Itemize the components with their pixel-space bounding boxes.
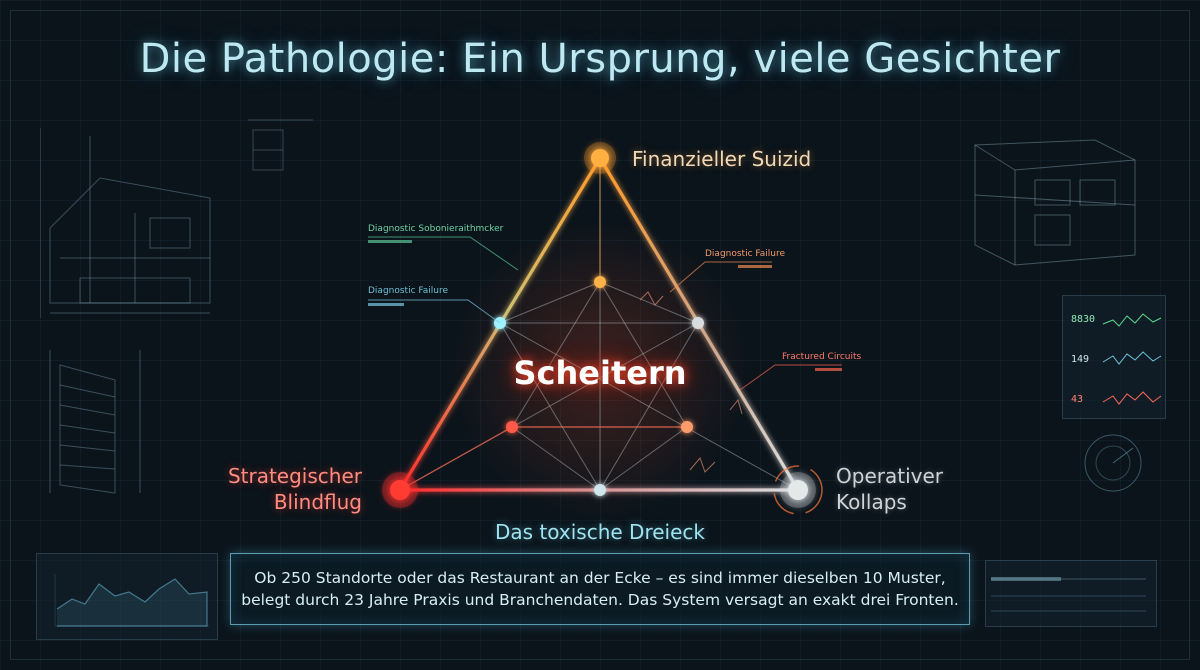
readout-2: 149	[1071, 354, 1090, 365]
page-title: Die Pathologie: Ein Ursprung, viele Gesi…	[139, 36, 1061, 82]
dashboard-chart-panel-left	[36, 553, 218, 640]
annotation-diagnostic-failure-right: Diagnostic Failure	[705, 249, 786, 259]
blueprint-house-left	[40, 128, 211, 318]
annotation-fractured-circuits: Fractured Circuits	[782, 352, 862, 362]
blueprint-tower-left	[49, 350, 141, 494]
caption-line-2: belegt durch 23 Jahre Praxis und Branche…	[241, 591, 959, 609]
screen-frame	[10, 10, 1190, 660]
center-label: Scheitern	[513, 354, 687, 392]
vertex-label-right: Operativer Kollaps	[836, 463, 956, 515]
vertex-label-left-text: Strategischer Blindflug	[227, 464, 362, 514]
blueprint-building-right	[974, 139, 1136, 266]
annotation-diagnostic-scan: Diagnostic Sobonieraithmcker	[368, 224, 504, 234]
blueprint-sketch-top	[248, 119, 313, 171]
readout-3: 43	[1071, 394, 1084, 405]
dashboard-panel-bottom-right	[985, 560, 1157, 627]
base-label: Das toxische Dreieck	[495, 520, 705, 544]
annotation-diagnostic-failure-left: Diagnostic Failure	[368, 286, 449, 296]
vertex-label-left: Strategischer Blindflug	[150, 463, 362, 515]
radar-gauge-icon	[1084, 434, 1142, 492]
readout-1: 8830	[1071, 314, 1096, 325]
vertex-label-right-text: Operativer Kollaps	[836, 464, 943, 514]
caption-box: Ob 250 Standorte oder das Restaurant an …	[230, 553, 970, 625]
vertex-label-top: Finanzieller Suizid	[632, 147, 812, 171]
dashboard-panel-right: 8830 149 43	[1062, 295, 1166, 419]
caption-line-1: Ob 250 Standorte oder das Restaurant an …	[254, 569, 946, 587]
